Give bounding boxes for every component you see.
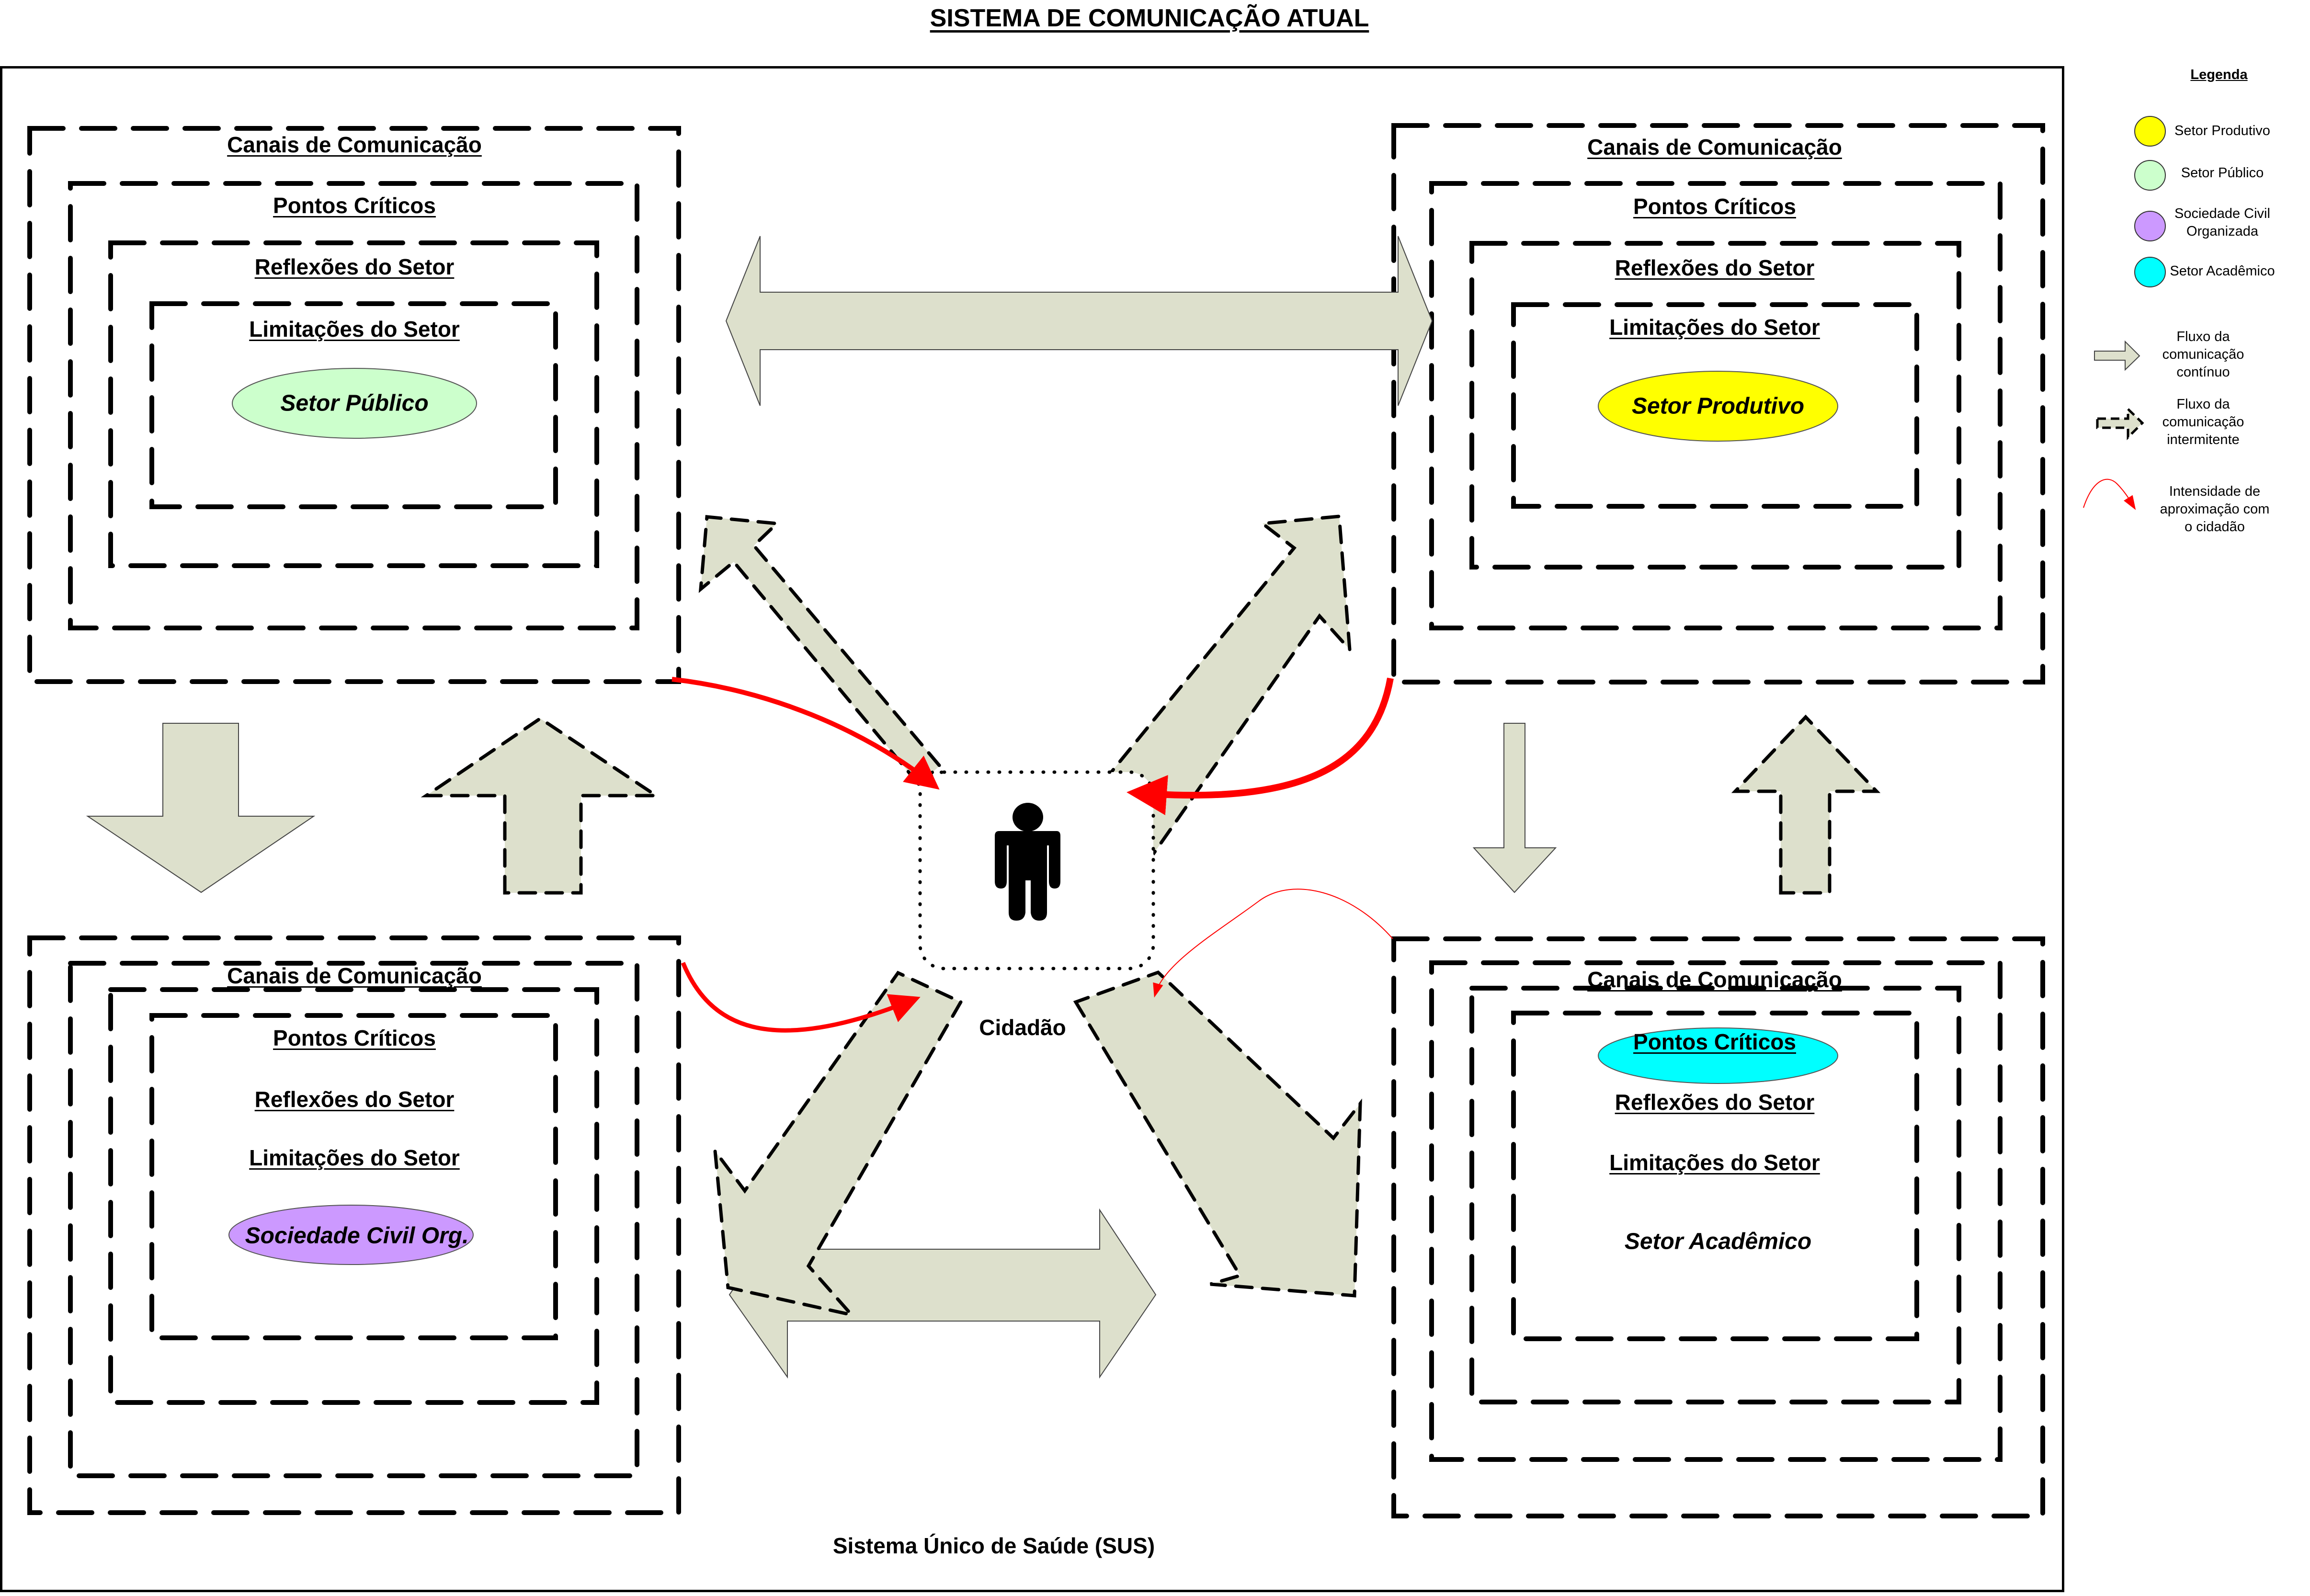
layer-label-limitacoes: Limitações do Setor	[1609, 1150, 1820, 1175]
intensity-arrow-setor-produtivo	[1127, 677, 1394, 815]
legend-icon-continuous-arrow	[2094, 340, 2140, 371]
down-arrow-right	[1472, 723, 1557, 893]
layer-label-reflexoes: Reflexões do Setor	[1615, 255, 1815, 280]
legend-label-intensity: Intensidade de aproximação com o cidadão	[2160, 483, 2270, 536]
sus-label: Sistema Único de Saúde (SUS)	[832, 1533, 1155, 1558]
layer-label-canais: Canais de Comunicação	[1587, 967, 1842, 992]
legend-line: o cidadão	[2185, 519, 2245, 535]
legend-swatch-setor-publico	[2134, 160, 2166, 191]
quadrant-setor-academico	[1391, 936, 2045, 1518]
sector-ellipse-setor-academico	[1598, 1027, 1838, 1084]
layer-canais-box	[27, 126, 681, 684]
legend-line: Intensidade de	[2169, 484, 2261, 499]
legend-line: Fluxo da	[2176, 397, 2230, 412]
legend-label-setor-academico: Setor Acadêmico	[2170, 263, 2275, 279]
legend-line: comunicação	[2162, 347, 2244, 362]
layer-pontos-box	[1429, 960, 2003, 1462]
up-arrow-right	[1731, 714, 1881, 895]
layer-label-reflexoes: Reflexões do Setor	[254, 254, 455, 279]
intensity-arrow-sociedade-civil	[681, 962, 921, 1033]
layer-reflexoes-box	[1469, 241, 1961, 570]
legend-line: Fluxo da	[2176, 329, 2230, 344]
layer-label-reflexoes: Reflexões do Setor	[254, 1087, 455, 1112]
up-arrow-left	[421, 716, 662, 895]
layer-reflexoes-box	[108, 240, 599, 568]
legend-icon-intensity-curve	[2083, 479, 2136, 510]
diag-arrow-lower-left	[713, 970, 963, 1318]
quadrant-sociedade-civil	[27, 935, 681, 1515]
layer-label-limitacoes: Limitações do Setor	[1609, 315, 1820, 340]
intensity-arrow-setor-academico	[1153, 889, 1393, 998]
intensity-arrow-setor-publico	[671, 677, 940, 790]
legend-line: contínuo	[2176, 365, 2230, 380]
person-head	[1013, 803, 1043, 832]
layer-reflexoes-box	[108, 987, 599, 1405]
sector-ellipse-setor-publico	[232, 368, 477, 439]
layer-label-pontos: Pontos Críticos	[1633, 1029, 1796, 1054]
legend-label-setor-produtivo: Setor Produtivo	[2174, 123, 2270, 138]
layer-label-pontos: Pontos Críticos	[273, 193, 436, 218]
down-arrow-left	[86, 723, 316, 893]
legend-label-flow-continuous: Fluxo da comunicação contínuo	[2162, 328, 2244, 381]
person-body	[995, 831, 1060, 921]
layer-limitacoes-box	[149, 1013, 558, 1340]
layer-pontos-box	[68, 181, 639, 630]
legend-label-flow-intermittent: Fluxo da comunicação intermitente	[2162, 396, 2244, 449]
diag-arrow-lower-right	[1073, 970, 1362, 1298]
legend-line: comunicação	[2162, 414, 2244, 430]
layer-label-limitacoes: Limitações do Setor	[249, 317, 460, 342]
layer-label-pontos: Pontos Críticos	[273, 1026, 436, 1050]
layer-label-reflexoes: Reflexões do Setor	[1615, 1090, 1815, 1115]
layer-label-canais: Canais de Comunicação	[1587, 135, 1842, 160]
legend-title: Legenda	[2190, 67, 2248, 82]
legend-icon-intermittent-arrow	[2096, 406, 2144, 441]
legend-line: Sociedade Civil	[2174, 206, 2270, 221]
legend-line: Organizada	[2186, 224, 2258, 239]
sus-frame	[0, 66, 2064, 1592]
sector-label-setor-produtivo: Setor Produtivo	[1631, 393, 1805, 419]
layer-canais-box	[1391, 936, 2045, 1518]
legend-line: intermitente	[2167, 432, 2240, 447]
diag-arrow-upper-left	[698, 515, 942, 787]
sector-label-setor-academico: Setor Acadêmico	[1624, 1229, 1812, 1254]
quadrant-setor-produtivo	[1391, 123, 2045, 684]
diag-arrow-upper-right	[1101, 514, 1352, 856]
layer-label-canais: Canais de Comunicação	[227, 963, 482, 988]
sector-label-sociedade-civil: Sociedade Civil Org.	[245, 1223, 469, 1249]
layer-pontos-box	[1429, 181, 2003, 630]
layer-limitacoes-box	[149, 301, 558, 509]
double-arrow-top	[725, 236, 1433, 406]
layer-limitacoes-box	[1511, 302, 1919, 509]
sector-label-setor-publico: Setor Público	[280, 390, 429, 416]
layer-limitacoes-box	[1511, 1011, 1919, 1341]
person-icon	[995, 803, 1060, 921]
layer-label-canais: Canais de Comunicação	[227, 132, 482, 157]
sector-ellipse-sociedade-civil	[228, 1205, 474, 1265]
legend-swatch-setor-produtivo	[2134, 116, 2166, 147]
layer-canais-box	[27, 935, 681, 1515]
legend-swatch-sociedade-civil	[2134, 211, 2166, 241]
layer-label-limitacoes: Limitações do Setor	[249, 1145, 460, 1170]
quadrant-setor-publico	[27, 126, 681, 684]
citizen-label: Cidadão	[979, 1015, 1066, 1040]
layer-canais-box	[1391, 123, 2045, 684]
layer-label-pontos: Pontos Críticos	[1633, 194, 1796, 219]
layer-reflexoes-box	[1469, 986, 1961, 1404]
legend-swatch-setor-academico	[2134, 257, 2166, 287]
legend-label-setor-publico: Setor Público	[2181, 165, 2264, 181]
legend-label-sociedade-civil: Sociedade Civil Organizada	[2174, 205, 2270, 240]
legend-line: aproximação com	[2160, 502, 2270, 517]
sector-ellipse-setor-produtivo	[1598, 371, 1838, 442]
layer-pontos-box	[68, 961, 639, 1478]
diagram-title: SISTEMA DE COMUNICAÇÃO ATUAL	[930, 4, 1369, 32]
legend-swatches	[2083, 116, 2166, 510]
